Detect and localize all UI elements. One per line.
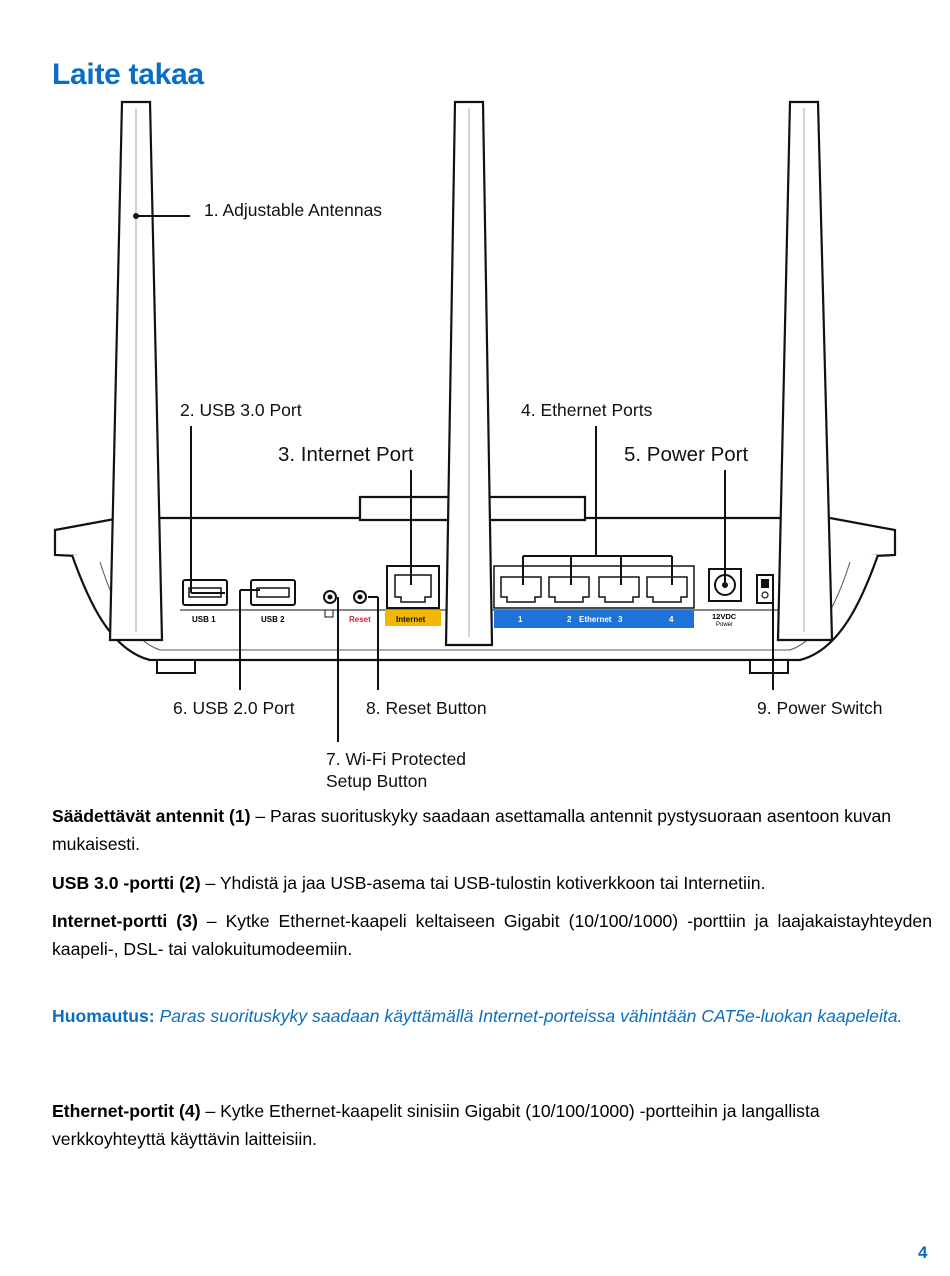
- paragraph-antennas-text: – Paras suorituskyky saadaan asettamalla…: [52, 806, 892, 854]
- label-usb2: USB 2: [261, 615, 285, 624]
- label-power: Power: [716, 622, 733, 628]
- power-switch: [756, 574, 774, 604]
- paragraph-internet-text: – Kytke Ethernet-kaapeli keltaiseen Giga…: [52, 911, 932, 959]
- callout-power-switch: 9. Power Switch: [757, 698, 882, 718]
- paragraph-usb3-text: – Yhdistä ja jaa USB-asema tai USB-tulos…: [200, 873, 766, 893]
- note-paragraph: Huomautus: Paras suorituskyky saadaan kä…: [52, 1002, 932, 1030]
- label-eth2: 2: [567, 615, 572, 624]
- paragraph-ethernet-heading: Ethernet-portit (4): [52, 1101, 201, 1121]
- label-12vdc: 12VDC: [712, 612, 737, 621]
- note-text: Paras suorituskyky saadaan käyttämällä I…: [154, 1006, 903, 1026]
- paragraph-usb3: USB 3.0 -portti (2) – Yhdistä ja jaa USB…: [52, 869, 932, 897]
- callout-reset: 8. Reset Button: [366, 698, 487, 718]
- paragraph-antennas-heading: Säädettävät antennit (1): [52, 806, 251, 826]
- label-reset: Reset: [349, 615, 371, 624]
- label-internet: Internet: [396, 615, 426, 624]
- note-heading: Huomautus:: [52, 1006, 155, 1026]
- label-eth3: 3: [618, 615, 623, 624]
- paragraph-internet: Internet-portti (3) – Kytke Ethernet-kaa…: [52, 907, 932, 963]
- callout-ethernet: 4. Ethernet Ports: [521, 400, 653, 420]
- label-usb1: USB 1: [192, 615, 216, 624]
- paragraph-ethernet: Ethernet-portit (4) – Kytke Ethernet-kaa…: [52, 1097, 932, 1153]
- page-title: Laite takaa: [52, 58, 204, 91]
- page-number: 4: [918, 1243, 928, 1262]
- router-back-diagram: USB 1 USB 2 Reset Internet 1 2 Ethernet …: [53, 100, 897, 791]
- callout-usb2: 6. USB 2.0 Port: [173, 698, 295, 718]
- callout-lines: [133, 213, 774, 742]
- callout-wps-line2: Setup Button: [326, 771, 427, 791]
- callout-power-port: 5. Power Port: [624, 443, 748, 466]
- paragraph-ethernet-text: – Kytke Ethernet-kaapelit sinisiin Gigab…: [52, 1101, 820, 1149]
- callout-wps-line1: 7. Wi-Fi Protected: [326, 749, 466, 769]
- label-ethernet: Ethernet: [579, 615, 612, 624]
- label-eth4: 4: [669, 615, 674, 624]
- paragraph-antennas: Säädettävät antennit (1) – Paras suoritu…: [52, 802, 932, 858]
- ethernet-ports: [493, 565, 695, 628]
- paragraph-internet-heading: Internet-portti (3): [52, 911, 198, 931]
- label-eth1: 1: [518, 615, 523, 624]
- callout-usb3: 2. USB 3.0 Port: [180, 400, 302, 420]
- callout-antennas: 1. Adjustable Antennas: [204, 200, 382, 220]
- internet-port: [385, 565, 441, 626]
- antennas: [108, 100, 834, 647]
- callout-internet: 3. Internet Port: [278, 443, 414, 466]
- paragraph-usb3-heading: USB 3.0 -portti (2): [52, 873, 201, 893]
